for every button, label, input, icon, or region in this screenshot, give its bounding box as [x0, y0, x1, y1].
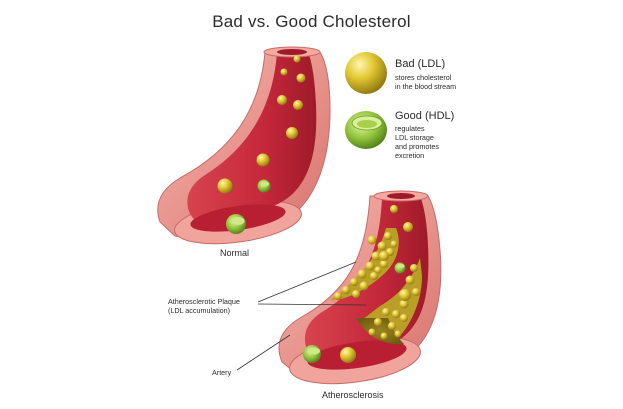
- plaque-ldl-particle: [374, 266, 382, 274]
- hdl-desc-line: excretion: [395, 151, 425, 160]
- diagram-title: Bad vs. Good Cholesterol: [212, 12, 411, 31]
- plaque-annotation-line: Atherosclerotic Plaque: [168, 297, 240, 306]
- artery-leader-line: [236, 334, 291, 371]
- plaque-ldl-particle: [365, 261, 375, 271]
- plaque-ldl-particle: [374, 318, 382, 326]
- plaque-ldl-particle: [368, 328, 376, 336]
- hdl-particle: [394, 262, 406, 274]
- normal-label: Normal: [220, 248, 250, 258]
- plaque-ldl-particle: [371, 251, 381, 261]
- plaque-ldl-particle: [394, 330, 402, 338]
- hdl-particle: [303, 345, 321, 363]
- plaque-annotation-line: (LDL accumulation): [168, 306, 231, 315]
- artery-annotation: Artery: [212, 368, 232, 377]
- plaque-ldl-particle: [380, 260, 388, 268]
- plaque-ldl-particle: [412, 288, 420, 296]
- plaque-ldl-particle: [390, 240, 398, 248]
- plaque-ldl-particle: [359, 281, 369, 291]
- ldl-legend-description: stores cholesterol in the blood stream: [395, 73, 456, 91]
- plaque-ldl-particle: [342, 286, 350, 294]
- plaque-ldl-particle: [382, 308, 390, 316]
- plaque-ldl-particle: [400, 314, 408, 322]
- hdl-desc-line: regulates: [395, 124, 425, 133]
- ldl-desc-line: stores cholesterol: [395, 73, 452, 82]
- plaque-ldl-particle: [388, 322, 396, 330]
- plaque-ldl-particle: [350, 278, 358, 286]
- normal-artery-particles: [217, 55, 306, 234]
- plaque-ldl-particle: [380, 332, 388, 340]
- plaque-annotation: Atherosclerotic Plaque (LDL accumulation…: [168, 297, 240, 315]
- plaque-ldl-particle: [405, 275, 415, 285]
- plaque-ldl-particle: [410, 264, 418, 272]
- plaque-ldl-particle: [352, 290, 360, 298]
- plaque-ldl-particle: [334, 292, 342, 300]
- plaque-leader-line: [257, 261, 357, 303]
- ldl-legend-title: Bad (LDL): [395, 58, 446, 70]
- plaque-ldl-particle: [399, 299, 409, 309]
- plaque-ldl-particle: [384, 232, 392, 240]
- hdl-legend-description: regulates LDL storage and promotes excre…: [395, 124, 439, 160]
- atherosclerosis-artery: [278, 190, 442, 385]
- ldl-desc-line: in the blood stream: [395, 82, 457, 91]
- hdl-particle: [226, 214, 246, 234]
- normal-artery: [157, 46, 331, 245]
- hdl-legend-icon: [345, 111, 387, 149]
- plaque-ldl-particle: [392, 310, 400, 318]
- plaque-leader-line-2: [257, 303, 367, 306]
- plaque-ldl-particle: [377, 241, 387, 251]
- hdl-desc-line: LDL storage: [395, 133, 434, 142]
- atherosclerosis-label: Atherosclerosis: [322, 390, 384, 400]
- plaque-ldl-particle: [357, 269, 367, 279]
- hdl-legend-title: Good (HDL): [395, 110, 455, 122]
- ldl-legend-icon: [345, 52, 387, 94]
- plaque-ldl-particle: [370, 272, 378, 280]
- plaque-ldl-cluster: [334, 232, 420, 340]
- hdl-particle: [257, 179, 271, 193]
- hdl-desc-line: and promotes: [395, 142, 439, 151]
